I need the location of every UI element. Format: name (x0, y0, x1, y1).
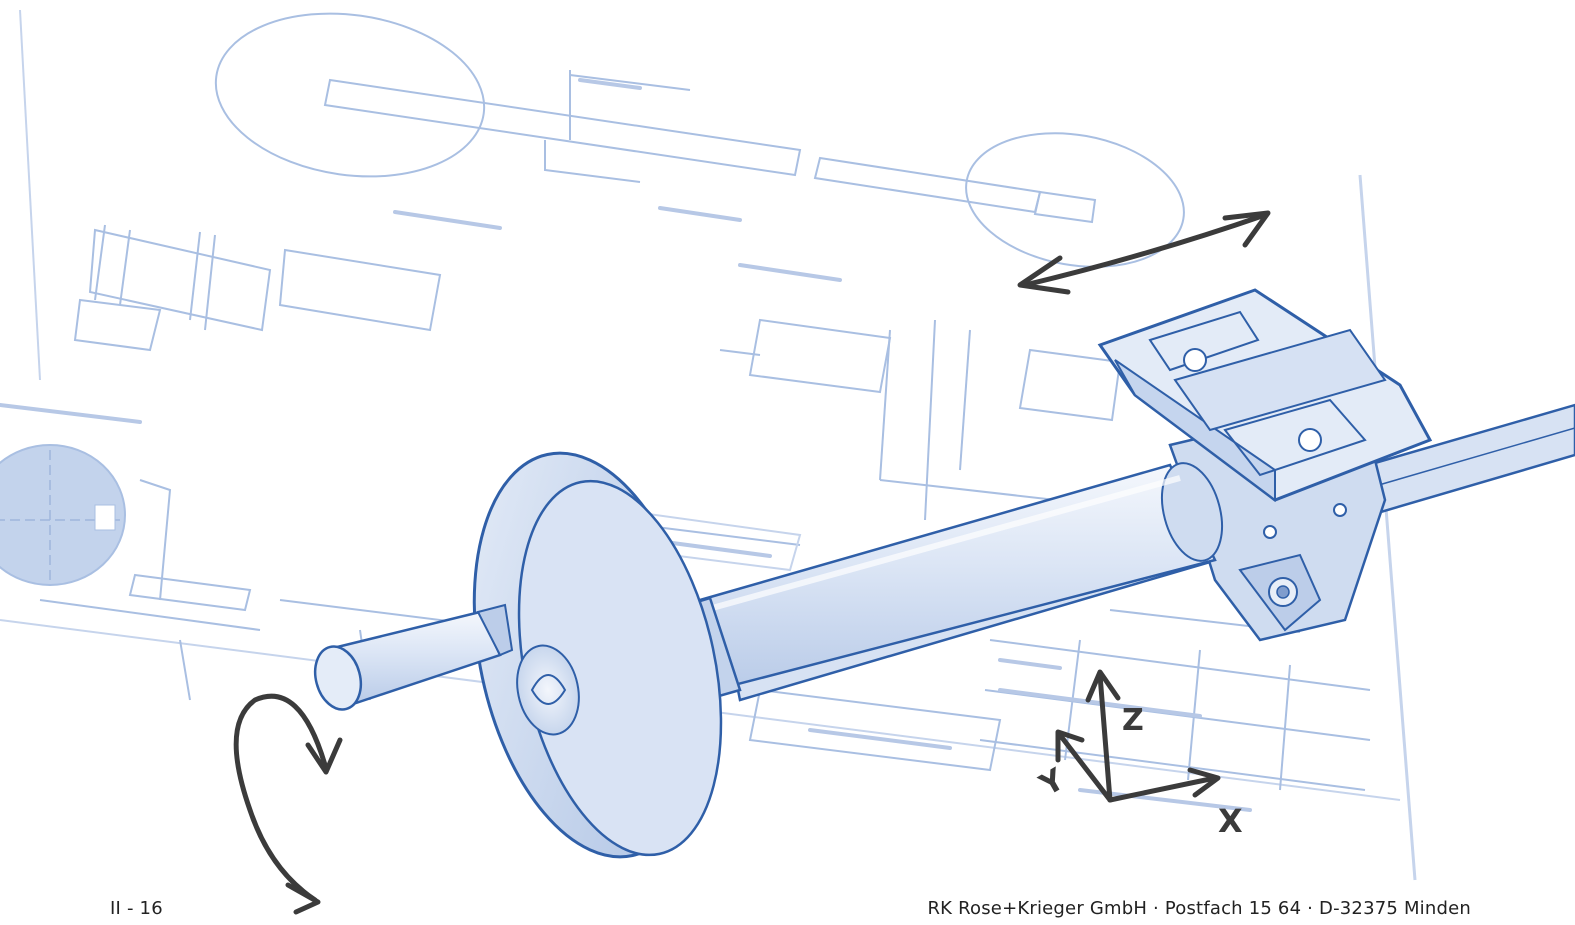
page-number: II - 16 (110, 898, 163, 919)
axis-label-z: Z (1122, 703, 1144, 738)
axis-label-y: Y (1033, 762, 1071, 804)
shaft-tube (698, 463, 1217, 692)
rotation-arrow-icon (233, 693, 343, 915)
double-arrow-icon (1017, 210, 1271, 295)
xyz-axes-icon (1055, 669, 1221, 803)
blueprint-drawing (0, 9, 1417, 881)
handwheel-hub (516, 644, 580, 736)
publisher-address: RK Rose+Krieger GmbH · Postfach 15 64 · … (927, 898, 1471, 919)
linear-guide-part (313, 288, 1575, 859)
axis-label-x: X (1218, 802, 1243, 840)
blueprint-section-disc (0, 444, 126, 586)
